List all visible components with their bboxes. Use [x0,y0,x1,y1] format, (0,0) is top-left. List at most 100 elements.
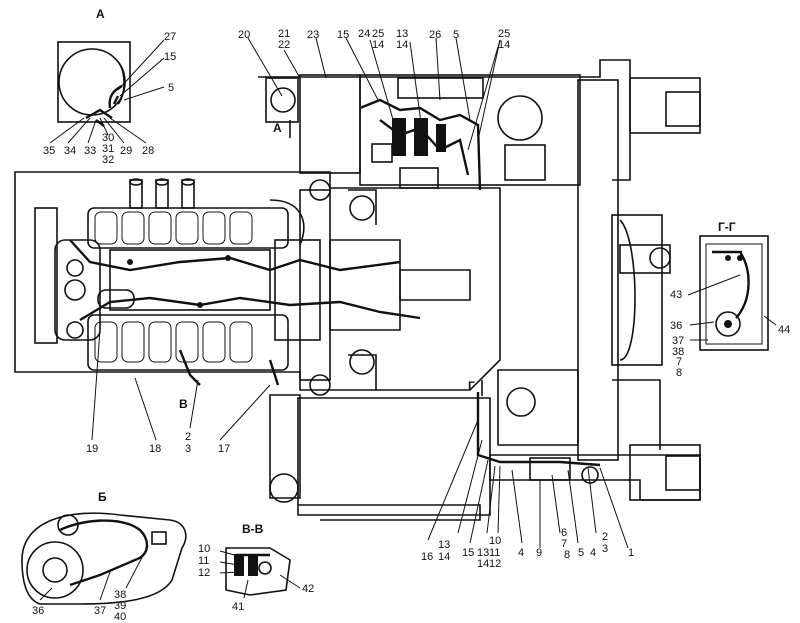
pulley-bottom [309,374,331,396]
arrow-v-marker: В [179,397,188,411]
engine-harness-drop [178,349,280,386]
label-14-top-b: 14 [396,39,408,51]
label-15: 15 [164,51,176,63]
label-33: 33 [84,145,96,157]
view-b-inset: Б 36 37 38 39 40 [21,490,187,623]
view-gg-inset: Г-Г 43 36 37 38 7 8 44 [670,220,790,379]
engine [54,179,471,396]
label-7-gg: 7 [676,356,682,368]
view-b-wire [59,519,149,587]
view-a-panel [57,41,131,123]
label-37-gg: 37 [672,335,684,347]
label-35: 35 [43,145,55,157]
label-11: 11 [489,547,500,559]
gauge-panel [397,77,484,99]
view-a-inset: А 27 15 5 35 34 33 30 31 32 29 28 [43,7,176,166]
label-41: 41 [232,601,244,613]
label-7: 7 [561,538,567,550]
label-13-top: 13 [396,28,408,40]
view-a-headlamp [58,48,126,116]
label-37-b: 37 [94,605,106,617]
label-40-b: 40 [114,611,126,623]
radiator [34,207,58,344]
label-5-bot: 5 [578,547,584,559]
label-25-right: 25 [498,28,510,40]
label-5: 5 [168,82,174,94]
view-gg-title: Г-Г [718,220,736,234]
view-b-socket [26,541,84,599]
view-vv-inset: В-В 10 11 12 41 42 [198,522,314,613]
view-gg-wire [712,250,750,319]
label-8: 8 [564,549,570,561]
cab-harness [359,98,482,191]
rear-weight-upper [629,77,701,134]
exhaust-pipe [269,199,305,246]
label-26: 26 [429,29,441,41]
view-b-terminal [57,514,79,536]
fuel-filter-circle [497,95,543,141]
view-gg-socket [715,311,741,337]
label-44: 44 [778,324,790,336]
label-28: 28 [142,145,154,157]
label-30: 30 [102,132,114,144]
rear-harness [476,392,601,467]
label-18: 18 [149,443,161,455]
rear-weight-cap [665,91,701,127]
label-12: 12 [489,558,501,570]
arrow-a-marker: А [273,121,282,135]
label-22: 22 [278,39,290,51]
dash-block-2 [414,118,428,156]
left-step [269,394,301,499]
chassis-outline [14,171,501,391]
label-31: 31 [102,143,114,155]
pulley-lower [349,349,375,375]
label-36-b: 36 [32,605,44,617]
label-38-b: 38 [114,589,126,601]
rear-connector-block [529,457,571,481]
engine-harness-bottom [79,296,421,322]
label-23: 23 [307,29,319,41]
fuel-tank [297,397,491,516]
fuel-tank-base [298,504,481,521]
view-gg-inner [705,243,763,345]
label-34: 34 [64,145,76,157]
view-vv-block-2 [248,554,258,576]
rear-frame-outline [258,59,631,181]
dash-block-3 [436,124,446,152]
view-a-connector [85,108,113,127]
clutch-housing [299,189,331,381]
view-gg-frame [699,235,769,351]
label-2-bot: 2 [602,531,608,543]
label-17: 17 [218,443,230,455]
label-36-gg: 36 [670,320,682,332]
pulley-top [309,179,331,201]
label-10: 10 [489,535,501,547]
left-callouts: 19 18 2 3 17 [86,329,271,455]
mount-brackets [348,189,377,390]
label-5-top: 5 [453,29,459,41]
cab-plate [359,74,581,186]
label-38-gg: 38 [672,346,684,358]
label-14-bot: 14 [438,551,450,563]
engine-top-bank [87,207,289,249]
left-headlamp [270,87,296,113]
label-16: 16 [421,551,433,563]
view-vv-block-1 [234,554,244,576]
label-4: 4 [518,547,524,559]
fuse-block [371,143,393,163]
label-4-bot: 4 [590,547,596,559]
label-9: 9 [536,547,542,559]
label-8-gg: 8 [676,367,682,379]
cardan-shaft [399,269,471,301]
top-callouts: 20 21 22 23 15 24 25 14 13 14 26 5 25 14 [238,28,510,151]
view-vv-frame [225,547,291,596]
rear-axle-wire [619,219,636,361]
rear-axle-hub [611,214,663,366]
label-24: 24 [358,28,370,40]
label-25-top: 25 [372,28,384,40]
rear-weight-cap-2 [665,455,701,491]
engine-harness-top [69,239,401,272]
view-vv-title: В-В [242,522,264,536]
